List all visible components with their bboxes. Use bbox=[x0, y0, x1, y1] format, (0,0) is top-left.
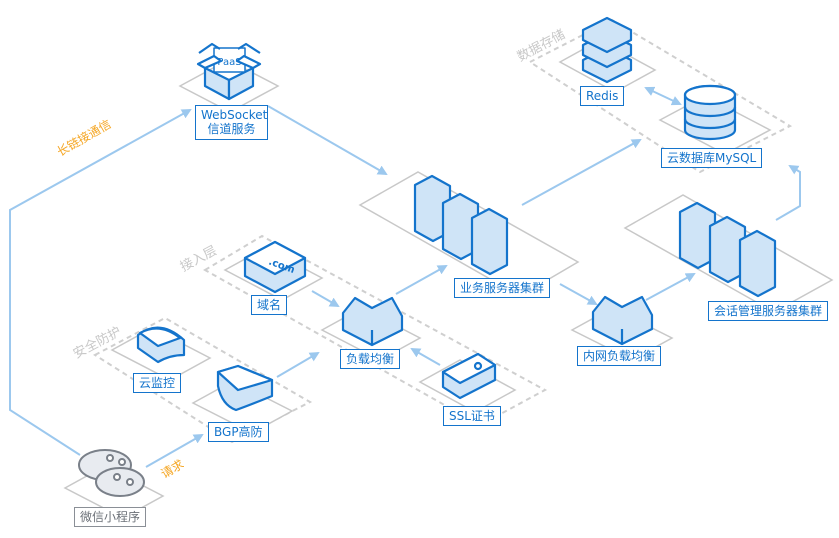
node-websocket[interactable]: WebSocket 信道服务 bbox=[195, 105, 268, 140]
paas-box-icon: PaaS bbox=[196, 42, 262, 101]
arrow-long-connection bbox=[9, 109, 192, 456]
bgp-shield-icon bbox=[216, 364, 274, 412]
node-session-servers[interactable]: 会话管理服务器集群 bbox=[708, 301, 829, 322]
node-cloud-monitor[interactable]: 云监控 bbox=[133, 373, 182, 394]
node-miniprogram[interactable]: 微信小程序 bbox=[74, 507, 147, 528]
arrow-servers-to-mysql bbox=[521, 139, 642, 206]
node-bgp[interactable]: BGP高防 bbox=[208, 422, 269, 443]
node-redis[interactable]: Redis bbox=[580, 86, 625, 107]
wechat-icon bbox=[78, 449, 145, 497]
arrow-redis-mysql bbox=[644, 86, 682, 106]
monitor-gauge-icon bbox=[136, 326, 186, 364]
node-ssl[interactable]: SSL证书 bbox=[443, 406, 501, 427]
websocket-label-line2: 信道服务 bbox=[207, 122, 256, 137]
session-server-cluster-icon bbox=[678, 201, 777, 298]
node-internal-lb[interactable]: 内网负载均衡 bbox=[577, 346, 662, 367]
security-group-region bbox=[93, 316, 313, 444]
arrow-servers-to-internal-lb bbox=[559, 283, 598, 305]
access-group-region bbox=[203, 234, 548, 427]
paas-text: PaaS bbox=[217, 57, 241, 68]
arrow-wechat-to-bgp bbox=[145, 434, 204, 468]
internal-load-balancer-icon bbox=[591, 295, 654, 346]
arrow-lb-to-servers bbox=[395, 265, 448, 295]
arrow-domain-to-lb bbox=[311, 290, 340, 307]
server-cluster-icon bbox=[413, 174, 509, 276]
node-domain[interactable]: 域名 bbox=[251, 295, 288, 316]
node-app-servers[interactable]: 业务服务器集群 bbox=[454, 278, 551, 299]
arrow-bgp-to-lb bbox=[276, 351, 320, 378]
load-balancer-icon bbox=[341, 296, 404, 347]
arrow-websocket-to-servers bbox=[267, 105, 388, 175]
storage-group-region bbox=[528, 18, 793, 174]
arrow-session-to-mysql bbox=[775, 164, 801, 221]
websocket-label-line1: WebSocket bbox=[201, 108, 268, 122]
database-icon bbox=[683, 84, 737, 141]
domain-icon: .com bbox=[243, 240, 307, 294]
arrow-ssl-to-lb bbox=[410, 348, 441, 366]
arrow-internal-lb-to-session bbox=[645, 273, 696, 301]
node-mysql[interactable]: 云数据库MySQL bbox=[661, 148, 763, 169]
certificate-icon bbox=[441, 352, 497, 400]
redis-stack-icon bbox=[581, 16, 633, 84]
node-load-balancer[interactable]: 负载均衡 bbox=[340, 349, 401, 370]
